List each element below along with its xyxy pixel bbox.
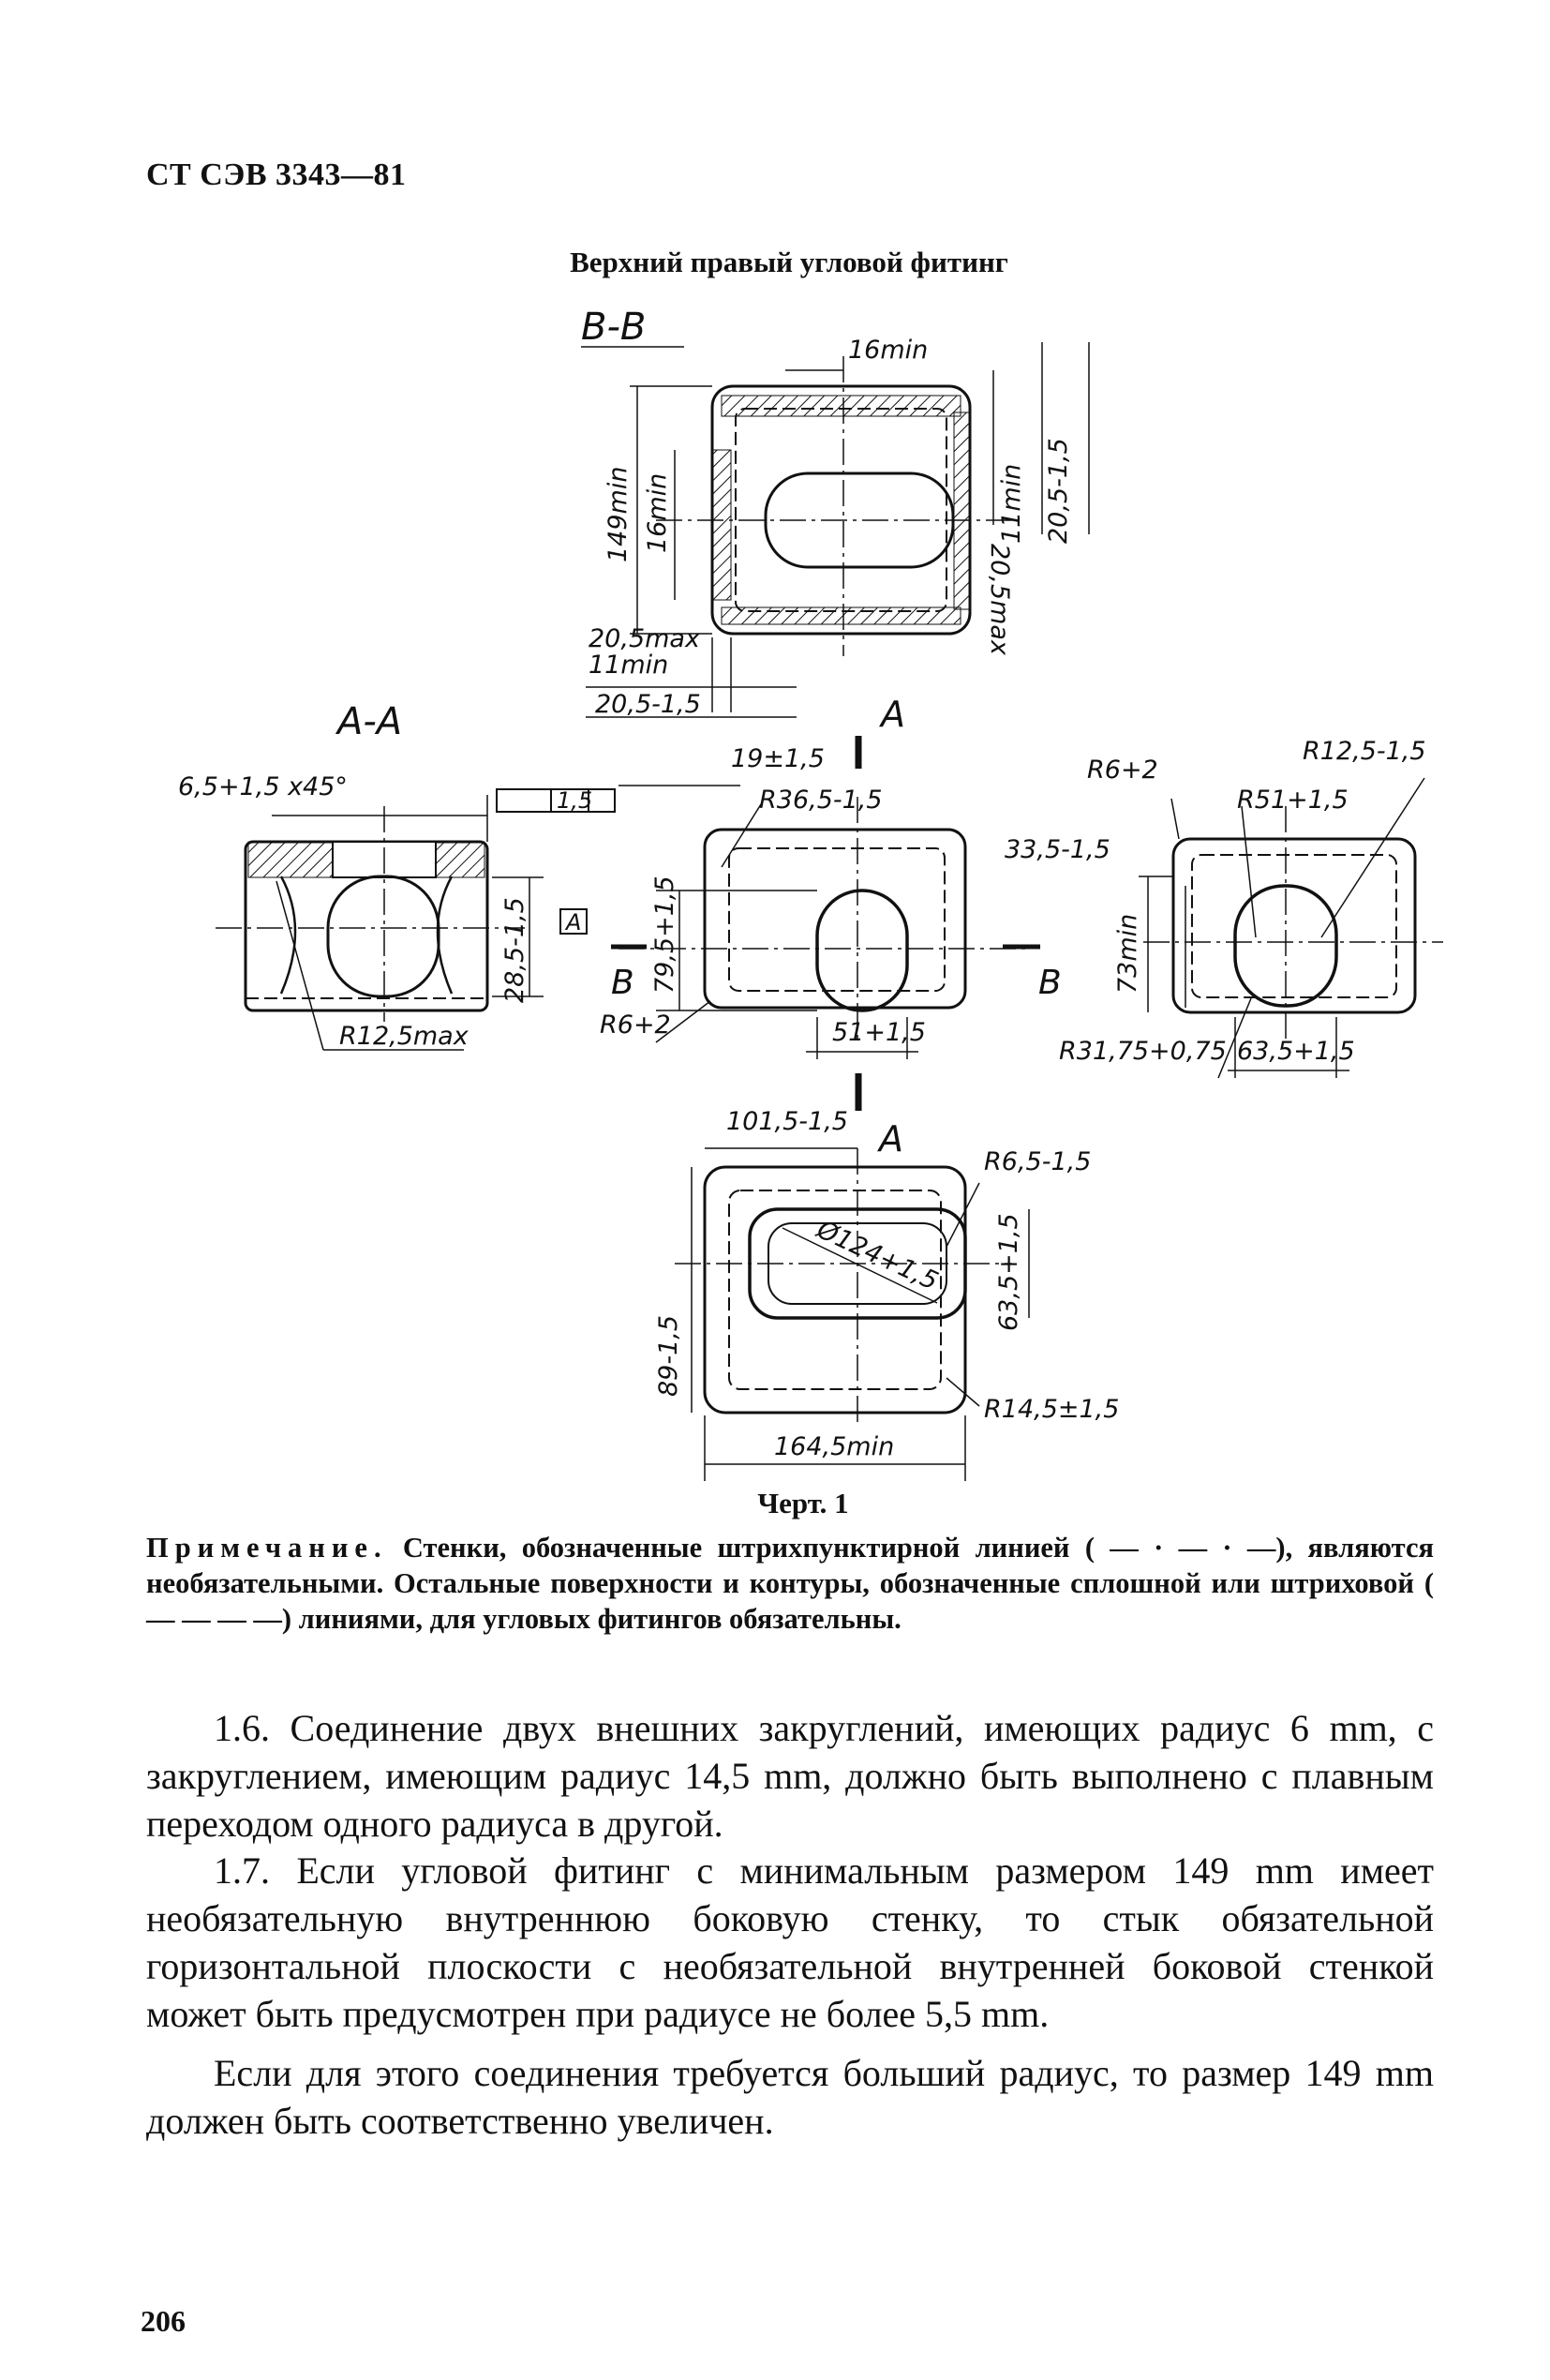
paragraph-radius-note: Если для этого соединения требуется боль… — [146, 2049, 1434, 2145]
section-aa-view — [216, 788, 616, 1051]
dim-datum-a: А — [564, 909, 581, 936]
dim-11min-left: 11min — [589, 651, 668, 680]
paragraph-1-6-text: 1.6. Соединение двух внешних закруглений… — [146, 1707, 1434, 1845]
dim-r145: R14,5±1,5 — [984, 1395, 1119, 1424]
figure-note: Примечание. Стенки, обозначенные штрихпу… — [146, 1530, 1434, 1637]
paragraph-1-7: 1.7. Если угловой фитинг с минимальным р… — [146, 1847, 1434, 2038]
page-number: 206 — [141, 2304, 186, 2338]
dim-r125: R12,5-1,5 — [1303, 737, 1426, 766]
dim-r365: R36,5-1,5 — [759, 786, 883, 815]
figure-caption: Черт. 1 — [757, 1487, 849, 1519]
dim-89: 89-1,5 — [654, 1315, 683, 1397]
dim-205-right: 20,5-1,5 — [1044, 438, 1073, 544]
technical-drawing: В-В А-А А А В В 16min 149min 16min 20,5m… — [178, 306, 1443, 1481]
section-aa-label: А-А — [335, 700, 402, 743]
document-header: СТ СЭВ 3343—81 — [146, 157, 407, 192]
center-view — [611, 736, 1040, 1111]
note-label: Примечание. — [146, 1532, 388, 1564]
dim-chamfer: 6,5+1,5 x45° — [178, 772, 348, 801]
mark-a-top: А — [878, 694, 905, 735]
dim-tolerance-box: 1,5 — [557, 787, 592, 814]
dim-r6-left: R6+2 — [600, 1010, 671, 1040]
mark-a-bottom: А — [876, 1118, 903, 1160]
dim-r51: R51+1,5 — [1237, 786, 1349, 815]
paragraph-1-7-text: 1.7. Если угловой фитинг с минимальным р… — [146, 1849, 1434, 2035]
mark-b-left: В — [611, 964, 634, 1002]
dim-73min: 73min — [1113, 914, 1142, 994]
paragraph-1-6: 1.6. Соединение двух внешних закруглений… — [146, 1704, 1434, 1848]
dim-19: 19±1,5 — [731, 744, 825, 773]
dim-r6-right: R6+2 — [1087, 756, 1158, 785]
dim-51: 51+1,5 — [832, 1018, 926, 1047]
note-text: Стенки, обозначенные штрихпунктирной лин… — [146, 1532, 1434, 1635]
dim-r3175: R31,75+0,75 — [1059, 1037, 1227, 1066]
dim-635-right: 63,5+1,5 — [1237, 1037, 1355, 1066]
dim-1645: 164,5min — [774, 1432, 894, 1461]
bottom-view — [675, 1147, 1030, 1481]
dim-285: 28,5-1,5 — [500, 897, 529, 1003]
paragraph-radius-note-text: Если для этого соединения требуется боль… — [146, 2052, 1434, 2142]
dim-d124: Ø124+1,5 — [812, 1215, 942, 1296]
dim-11min-right: 11min — [997, 464, 1026, 544]
dim-1015: 101,5-1,5 — [726, 1107, 848, 1136]
dim-205max-right: 20,5max — [985, 544, 1014, 656]
section-bb-label: В-В — [581, 306, 646, 349]
dim-16min-top: 16min — [848, 336, 928, 365]
figure-title: Верхний правый угловой фитинг — [570, 246, 1008, 278]
dim-795: 79,5+1,5 — [650, 876, 679, 994]
mark-b-right: В — [1038, 964, 1062, 1002]
dim-149min: 149min — [604, 467, 633, 562]
dim-205-left: 20,5-1,5 — [595, 690, 701, 719]
dim-205max-left: 20,5max — [589, 624, 701, 653]
dim-r125max: R12,5max — [339, 1022, 469, 1051]
dim-635-bottom: 63,5+1,5 — [994, 1213, 1023, 1331]
dim-16min-side: 16min — [643, 473, 672, 553]
dim-r65: R6,5-1,5 — [984, 1147, 1091, 1176]
section-bb-view — [581, 342, 1090, 718]
right-view — [1139, 777, 1443, 1079]
dim-335: 33,5-1,5 — [1005, 835, 1110, 864]
